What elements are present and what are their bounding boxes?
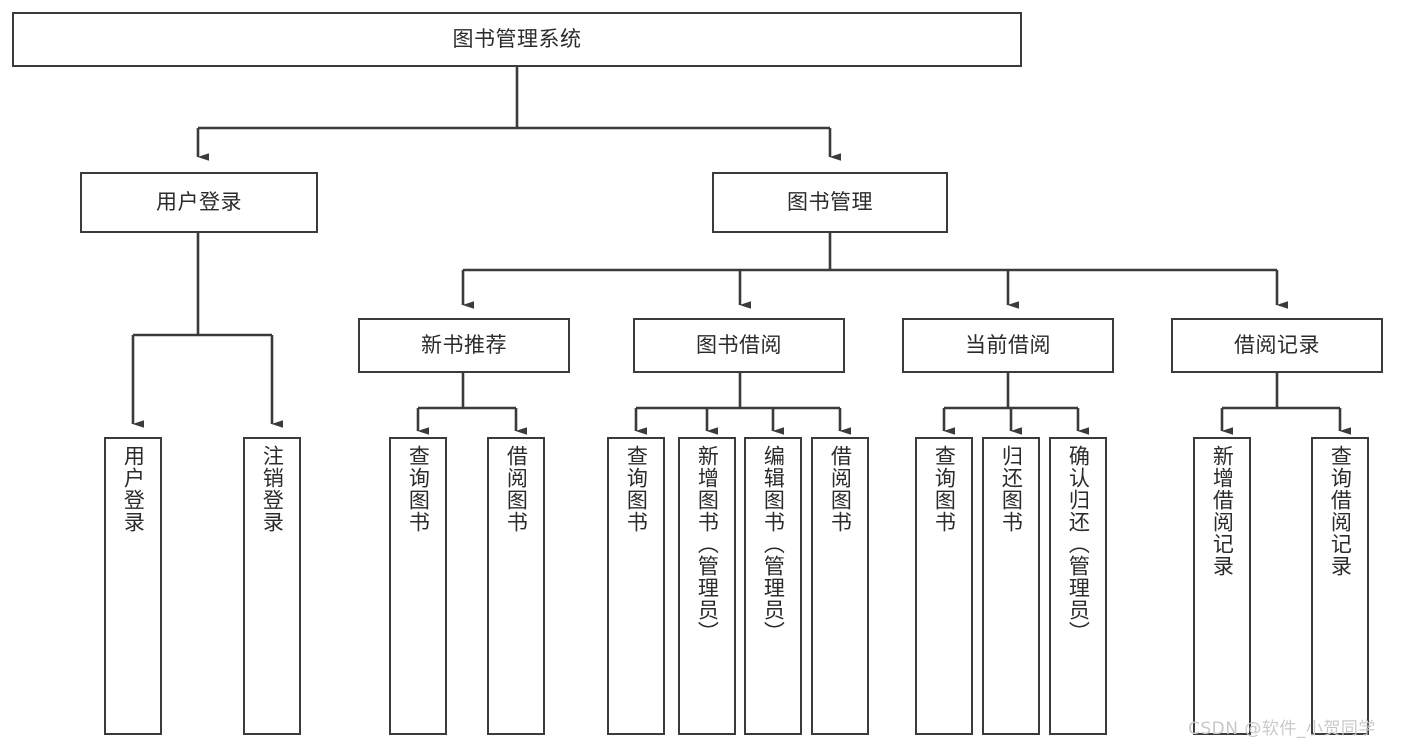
node-borrow-record[interactable]: 借阅记录 [1171,318,1383,373]
leaf-book-borrow-2-label: 新增图书（管理员） [695,445,720,643]
node-user-login-label: 用户登录 [156,190,242,215]
leaf-current-borrow-1-label: 查询图书 [932,445,957,533]
leaf-borrow-record-2[interactable]: 查询借阅记录 [1311,437,1369,735]
leaf-new-book-recommend-1-label: 查询图书 [406,445,431,533]
leaf-current-borrow-1[interactable]: 查询图书 [915,437,973,735]
leaf-book-borrow-4[interactable]: 借阅图书 [811,437,869,735]
node-book-manage[interactable]: 图书管理 [712,172,948,233]
leaf-new-book-recommend-2[interactable]: 借阅图书 [487,437,545,735]
leaf-current-borrow-3[interactable]: 确认归还（管理员） [1049,437,1107,735]
leaf-book-borrow-4-label: 借阅图书 [828,445,853,533]
node-new-book-recommend[interactable]: 新书推荐 [358,318,570,373]
leaf-current-borrow-2[interactable]: 归还图书 [982,437,1040,735]
leaf-current-borrow-2-label: 归还图书 [999,445,1024,533]
leaf-new-book-recommend-1[interactable]: 查询图书 [389,437,447,735]
leaf-user-login-1-label: 用户登录 [121,445,146,533]
leaf-book-borrow-1-label: 查询图书 [624,445,649,533]
leaf-borrow-record-2-label: 查询借阅记录 [1328,445,1353,577]
node-root-label: 图书管理系统 [452,27,582,52]
node-new-book-recommend-label: 新书推荐 [421,333,507,358]
node-book-manage-label: 图书管理 [787,190,873,215]
node-user-login[interactable]: 用户登录 [80,172,318,233]
leaf-book-borrow-1[interactable]: 查询图书 [607,437,665,735]
leaf-current-borrow-3-label: 确认归还（管理员） [1066,445,1091,643]
node-current-borrow-label: 当前借阅 [965,333,1051,358]
leaf-borrow-record-1[interactable]: 新增借阅记录 [1193,437,1251,735]
node-borrow-record-label: 借阅记录 [1234,333,1320,358]
leaf-new-book-recommend-2-label: 借阅图书 [504,445,529,533]
node-book-borrow[interactable]: 图书借阅 [633,318,845,373]
leaf-book-borrow-3[interactable]: 编辑图书（管理员） [744,437,802,735]
leaf-book-borrow-3-label: 编辑图书（管理员） [761,445,786,643]
node-root[interactable]: 图书管理系统 [12,12,1022,67]
leaf-user-login-2-label: 注销登录 [260,445,285,533]
node-book-borrow-label: 图书借阅 [696,333,782,358]
leaf-book-borrow-2[interactable]: 新增图书（管理员） [678,437,736,735]
csdn-watermark: CSDN @软件_小贺同学 [1188,719,1376,739]
node-current-borrow[interactable]: 当前借阅 [902,318,1114,373]
leaf-user-login-2[interactable]: 注销登录 [243,437,301,735]
leaf-borrow-record-1-label: 新增借阅记录 [1210,445,1235,577]
leaf-user-login-1[interactable]: 用户登录 [104,437,162,735]
